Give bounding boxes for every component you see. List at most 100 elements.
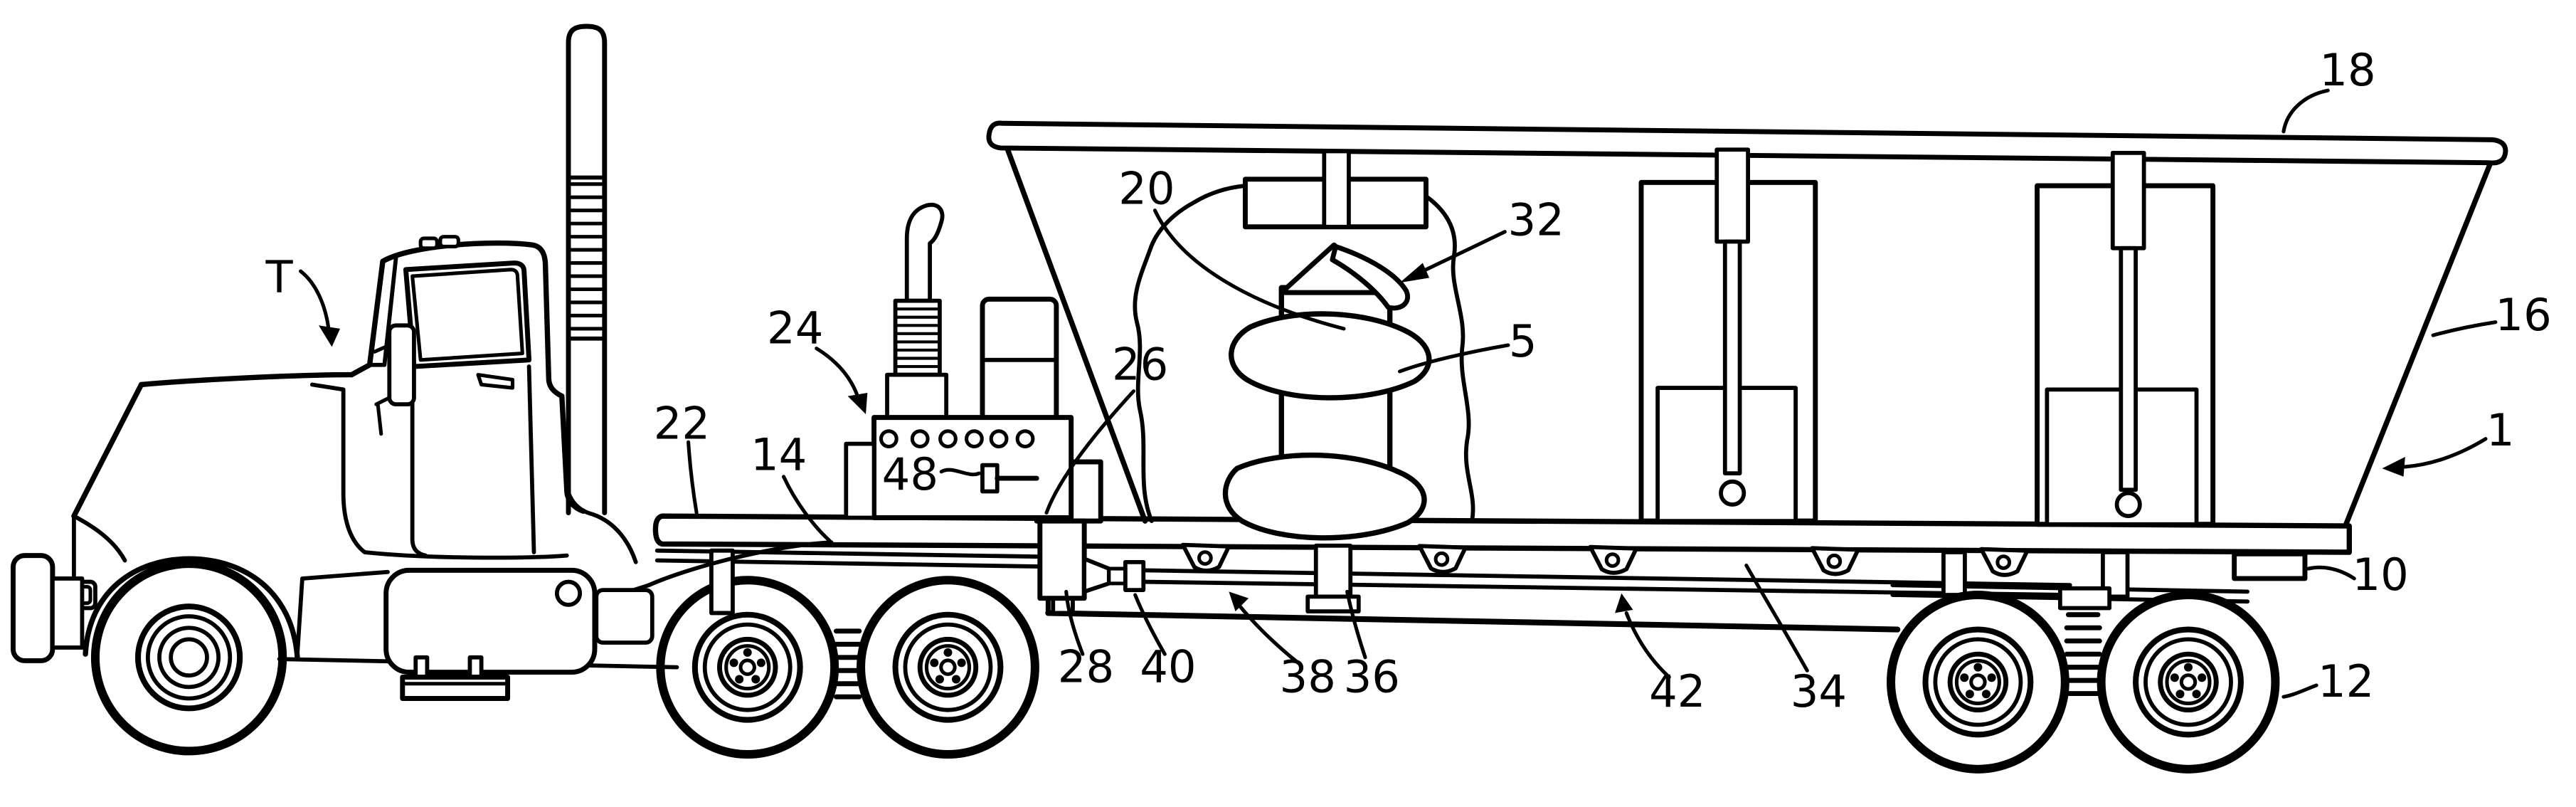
auger-top-flight — [1330, 243, 1410, 311]
tractor-tandem-wheels — [654, 548, 1075, 759]
leader-48 — [939, 468, 981, 477]
arrowhead — [847, 392, 868, 415]
wheel — [1887, 591, 2069, 774]
fuel-tank — [383, 567, 598, 701]
roof-marker-light — [438, 235, 460, 249]
wheel — [656, 576, 839, 759]
shaft-hanger-foot — [1305, 594, 1361, 614]
leader-5 — [1397, 343, 1510, 374]
door-rear-edge — [526, 364, 536, 554]
leader-32 — [1421, 230, 1507, 273]
wheel — [857, 576, 1039, 759]
cab-skirt — [564, 484, 638, 564]
door-window — [403, 260, 532, 369]
ref-label-48: 48 — [882, 448, 938, 500]
engine-muffler-collar — [885, 372, 949, 420]
leader-18 — [2281, 88, 2330, 134]
conveyor-bottom-line — [1045, 610, 1901, 633]
roof-marker-light — [418, 236, 439, 250]
bed-gussets — [1180, 542, 2030, 577]
hopper-mast-1 — [1638, 147, 1818, 524]
trailer-underframe — [1045, 550, 2250, 633]
front-wheel — [90, 559, 287, 756]
coupler-flange — [1123, 559, 1146, 592]
bogie-equalizer — [2057, 586, 2112, 611]
ref-label-24: 24 — [767, 302, 823, 354]
fender-crease — [72, 514, 127, 563]
cutaway-left-edge — [1133, 184, 1248, 524]
auger-top-shaft — [1322, 149, 1351, 229]
cutaway-right-edge — [1420, 191, 1475, 524]
wheel — [2097, 591, 2280, 774]
leader-38 — [1236, 603, 1302, 666]
door-handle — [476, 373, 515, 390]
ref-label-20: 20 — [1118, 162, 1175, 214]
engine-muffler-threaded — [893, 298, 942, 377]
ref-label-22: 22 — [654, 398, 710, 450]
step-plate — [400, 675, 511, 701]
mast-rod — [2119, 246, 2138, 492]
tractor — [11, 23, 834, 701]
tandem-spring-hatch — [832, 628, 864, 700]
leader-40 — [1133, 593, 1167, 656]
leader-22 — [687, 440, 699, 515]
ref-label-T: T — [265, 251, 294, 303]
hopper-mast-2 — [2035, 150, 2216, 527]
auxiliary-engine-unit — [844, 202, 1074, 520]
leader-26 — [1044, 389, 1135, 515]
mast-post — [2110, 150, 2146, 250]
ref-label-34: 34 — [1791, 665, 1847, 717]
trailer-drive-front — [1034, 459, 1361, 614]
ref-label-5: 5 — [1509, 315, 1537, 367]
leader-14 — [782, 475, 832, 543]
bogie-hanger — [2101, 550, 2130, 599]
coupler-cone — [1082, 557, 1111, 594]
trailer-tandem-wheels — [1887, 591, 2280, 774]
mast-post — [1714, 147, 1750, 244]
arrowhead — [319, 325, 341, 347]
ref-label-42: 42 — [1649, 665, 1705, 717]
cutaway-and-auger — [1133, 149, 1475, 541]
trailer-spring-hatch — [2064, 612, 2102, 697]
leader-34 — [1744, 563, 1809, 672]
hood-top — [138, 371, 354, 388]
rocker-panel — [295, 569, 390, 657]
leader-1 — [2403, 437, 2488, 469]
shaft-hanger-bearing — [1313, 543, 1353, 602]
ref-label-26: 26 — [1112, 339, 1168, 391]
leader-10 — [2306, 565, 2356, 581]
arrowhead — [1399, 263, 1430, 283]
leader-lines — [299, 88, 2498, 699]
ref-label-40: 40 — [1140, 640, 1196, 692]
hood-front-slope — [71, 381, 144, 519]
reference-labels: T 18 16 1 10 12 34 42 36 38 40 28 22 14 … — [265, 44, 2552, 717]
cab — [309, 235, 586, 560]
leader-20 — [1152, 209, 1346, 331]
mirror-arms — [372, 343, 391, 436]
filler-cap — [554, 579, 583, 607]
ref-label-18: 18 — [2319, 44, 2375, 96]
arrowhead — [2382, 457, 2405, 477]
mast-pin — [2114, 490, 2142, 519]
ref-label-14: 14 — [751, 429, 807, 481]
lower-gearbox — [1037, 518, 1087, 601]
bumper-bracket — [51, 576, 85, 650]
front-bumper — [11, 553, 55, 663]
auger-flight-lower — [1222, 452, 1427, 541]
engine-ports — [879, 429, 1035, 449]
leader-12 — [2281, 683, 2318, 699]
front-wheel-arch — [83, 556, 300, 660]
mirror-icon — [387, 323, 416, 407]
exhaust-stack-icon — [566, 23, 608, 516]
leader-t — [299, 269, 331, 331]
arrowhead — [1615, 593, 1633, 613]
mast-pin — [1719, 479, 1747, 507]
battery-box — [594, 588, 654, 645]
cowl-line — [309, 382, 367, 554]
leader-16 — [2431, 320, 2498, 337]
mast-rod — [1722, 239, 1742, 476]
ref-label-12: 12 — [2318, 655, 2374, 707]
drive-shaft — [1141, 568, 2072, 597]
ref-label-16: 16 — [2495, 289, 2551, 341]
